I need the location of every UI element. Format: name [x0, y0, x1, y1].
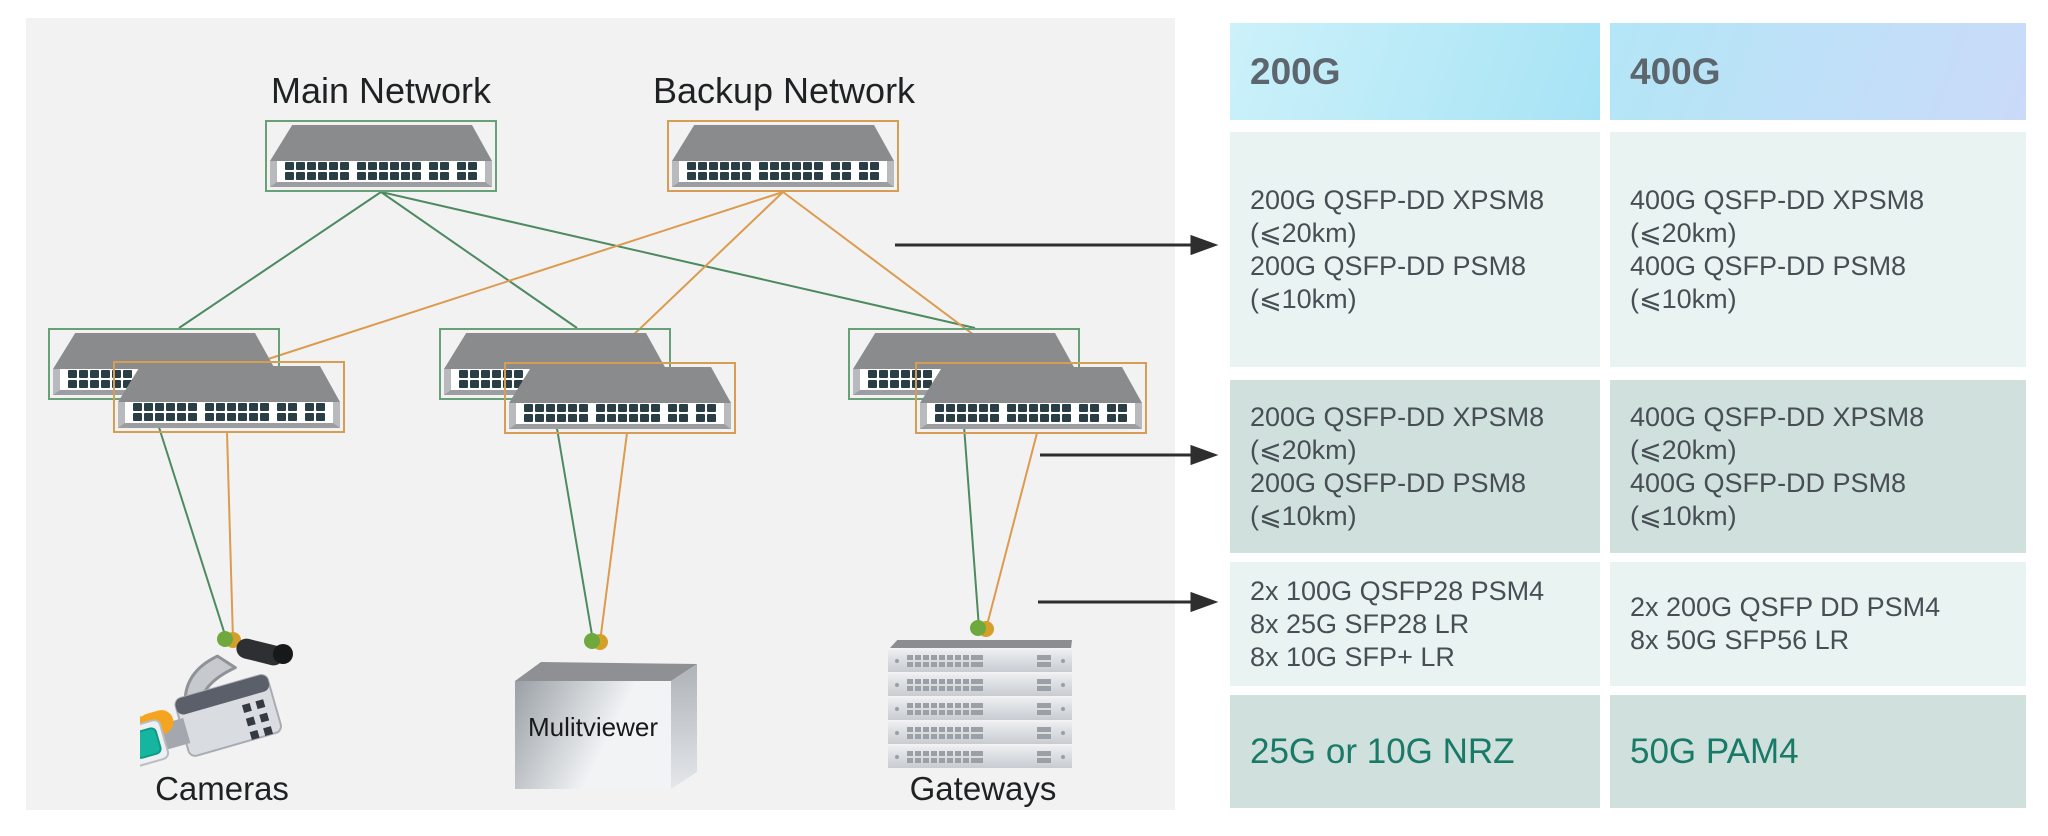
backup-network-switch [667, 120, 899, 192]
spec-line: 2x 100G QSFP28 PSM4 [1250, 575, 1545, 606]
switch-ports-icon [524, 404, 716, 423]
column-header-200g: 200G [1230, 23, 1600, 120]
switch-port-panel [270, 160, 492, 187]
switch-body [509, 367, 731, 429]
spec-line: (⩽10km) [1250, 283, 1357, 314]
switch-top-face [509, 367, 731, 403]
main-network-label: Main Network [270, 70, 492, 111]
switch-port-panel [509, 402, 731, 429]
switch-port-panel [672, 160, 894, 187]
spec-line: (⩽10km) [1630, 500, 1737, 531]
gateway-unit [888, 650, 1072, 672]
main-network-links [149, 191, 980, 642]
spec-cell-200g-row1: 200G QSFP-DD XPSM8 (⩽20km) 200G QSFP-DD … [1230, 132, 1600, 367]
spec-line: 2x 200G QSFP DD PSM4 [1630, 592, 1941, 622]
spec-line: (⩽20km) [1250, 217, 1357, 248]
gateway-unit [888, 698, 1072, 720]
backup-network-label: Backup Network [652, 70, 916, 111]
column-header-text: 400G [1630, 50, 1721, 92]
switch-port-panel [920, 402, 1142, 429]
spec-line: 400G QSFP-DD XPSM8 [1630, 401, 1925, 432]
switch-top-face [118, 366, 340, 402]
leaf1-backup-switch [113, 361, 345, 433]
spec-cell-200g-row2: 200G QSFP-DD XPSM8 (⩽20km) 200G QSFP-DD … [1230, 380, 1600, 553]
leaf3-backup-switch [915, 362, 1147, 434]
multiviewer-label: Mulitviewer [527, 712, 659, 742]
switch-port-panel [118, 401, 340, 428]
gateways-top-face [890, 640, 1072, 648]
row-pointer-arrows [895, 234, 1219, 613]
gateways-icon [888, 640, 1072, 768]
switch-top-face [672, 125, 894, 161]
spec-line: (⩽10km) [1630, 283, 1737, 314]
spec-line: 200G QSFP-DD XPSM8 [1250, 184, 1545, 215]
main-network-switch [265, 120, 497, 192]
spec-line: 400G QSFP-DD PSM8 [1630, 467, 1907, 498]
switch-ports-icon [687, 162, 879, 181]
spec-cell-400g-row2: 400G QSFP-DD XPSM8 (⩽20km) 400G QSFP-DD … [1610, 380, 2026, 553]
switch-top-face [920, 367, 1142, 403]
gateway-unit [888, 746, 1072, 768]
spec-line: (⩽20km) [1630, 217, 1737, 248]
arrowhead-icon [1190, 444, 1219, 466]
spec-line: 25G or 10G NRZ [1250, 731, 1515, 771]
spec-cell-200g-row3: 2x 100G QSFP28 PSM4 8x 25G SFP28 LR 8x 1… [1230, 562, 1600, 686]
main-endpoint-dot [584, 633, 600, 649]
spec-line: (⩽20km) [1250, 434, 1357, 465]
gateways-label: Gateways [909, 770, 1057, 807]
switch-body [118, 366, 340, 428]
spec-line: 400G QSFP-DD XPSM8 [1630, 184, 1925, 215]
table-column-400g: 400G 400G QSFP-DD XPSM8 (⩽20km) 400G QSF… [1610, 0, 2026, 836]
spec-line: 200G QSFP-DD PSM8 [1250, 250, 1527, 281]
spec-line: 50G PAM4 [1630, 731, 1799, 771]
switch-body [270, 125, 492, 187]
switch-ports-icon [285, 162, 477, 181]
main-endpoint-dot [970, 620, 986, 636]
gateway-unit [888, 674, 1072, 696]
spec-cell-400g-row3: 2x 200G QSFP DD PSM4 8x 50G SFP56 LR [1610, 562, 2026, 686]
backup-network-links [226, 191, 1038, 643]
arrowhead-icon [1190, 234, 1219, 256]
camera-icon [140, 638, 293, 768]
link-endpoint-dots [217, 620, 994, 650]
spec-line: (⩽20km) [1630, 434, 1737, 465]
spec-line: 200G QSFP-DD XPSM8 [1250, 401, 1545, 432]
column-header-text: 200G [1250, 50, 1341, 92]
cameras-label: Cameras [155, 770, 289, 807]
spec-line: 8x 10G SFP+ LR [1250, 641, 1455, 672]
spec-cell-200g-row4: 25G or 10G NRZ [1230, 695, 1600, 808]
spec-line: 400G QSFP-DD PSM8 [1630, 250, 1907, 281]
spec-line: 200G QSFP-DD PSM8 [1250, 467, 1527, 498]
switch-ports-icon [133, 403, 325, 422]
spec-cell-400g-row4: 50G PAM4 [1610, 695, 2026, 808]
multiviewer-icon [515, 662, 697, 789]
column-header-400g: 400G [1610, 23, 2026, 120]
spec-cell-400g-row1: 400G QSFP-DD XPSM8 (⩽20km) 400G QSFP-DD … [1610, 132, 2026, 367]
spec-line: 8x 50G SFP56 LR [1630, 625, 1850, 655]
arrowhead-icon [1190, 591, 1219, 613]
table-column-200g: 200G 200G QSFP-DD XPSM8 (⩽20km) 200G QSF… [1230, 0, 1600, 836]
switch-ports-icon [935, 404, 1127, 423]
gateway-unit [888, 722, 1072, 744]
spec-line: 8x 25G SFP28 LR [1250, 608, 1470, 639]
switch-body [920, 367, 1142, 429]
leaf2-backup-switch [504, 362, 736, 434]
main-endpoint-dot [217, 631, 233, 647]
spec-line: (⩽10km) [1250, 500, 1357, 531]
switch-body [672, 125, 894, 187]
switch-top-face [270, 125, 492, 161]
